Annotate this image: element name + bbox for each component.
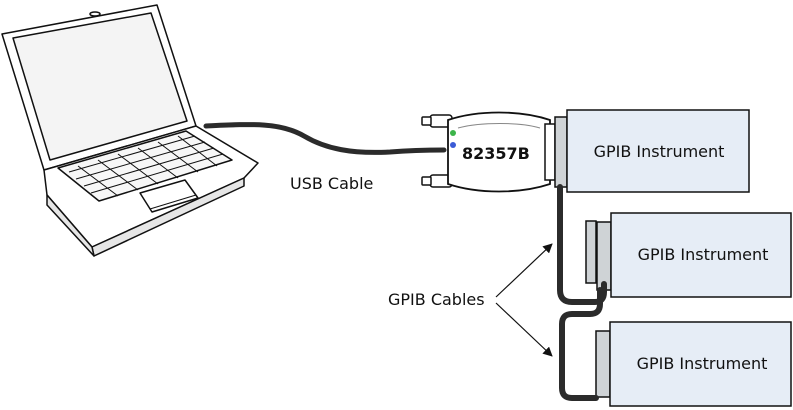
gpib-cables-label: GPIB Cables: [388, 290, 485, 309]
instrument-2-panel: [610, 212, 792, 298]
instrument-3-label: GPIB Instrument: [637, 354, 768, 373]
gpib-cable-1: [557, 184, 607, 305]
instrument-1-panel: [566, 109, 750, 193]
instrument-2-label: GPIB Instrument: [638, 245, 769, 264]
instrument-1-label: GPIB Instrument: [594, 142, 725, 161]
gpib-cables-arrow-down: [495, 302, 553, 357]
usb-cable-label: USB Cable: [290, 174, 373, 193]
gpib-instrument-2: GPIB Instrument: [585, 212, 792, 298]
adapter-model-label: 82357B: [462, 144, 530, 163]
gpib-instrument-1: GPIB Instrument: [554, 109, 750, 193]
instrument-3-panel: [609, 321, 792, 407]
gpib-instrument-3: GPIB Instrument: [595, 321, 792, 407]
usb-cable: [203, 122, 447, 155]
instrument-2-connector: [596, 221, 612, 291]
gpib-cable-2: [559, 287, 603, 401]
status-led-blue: [450, 142, 456, 148]
laptop-icon: [1, 4, 259, 257]
instrument-3-connector: [595, 330, 611, 398]
gpib-cables-arrow-up: [495, 243, 553, 298]
status-led-green: [450, 130, 456, 136]
thumbscrew-icon: [421, 114, 453, 188]
instrument-1-connector: [554, 116, 568, 188]
gpib-adapter: 82357B: [421, 111, 556, 193]
